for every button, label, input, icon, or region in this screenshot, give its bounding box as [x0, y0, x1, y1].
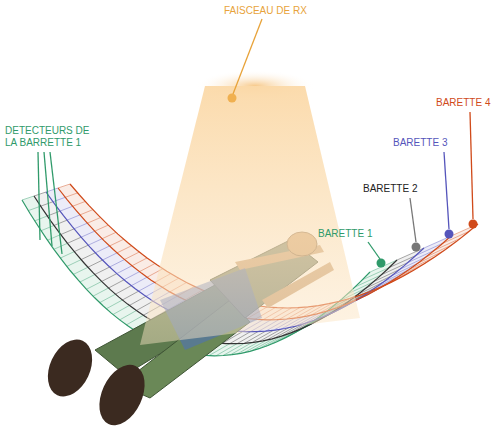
leader-lines: [38, 19, 473, 259]
detector-cell-line: [120, 311, 137, 320]
detector-cell-line: [88, 239, 102, 245]
detector-cell-line: [80, 275, 95, 283]
detector-cell-line: [74, 245, 88, 251]
detector-cell-line: [102, 232, 116, 238]
detector-cell-line: [95, 267, 110, 275]
detector-cell-line: [106, 300, 122, 309]
detector-cell-line: [86, 281, 101, 289]
detector-cell-line: [81, 231, 95, 237]
detector-cell-line: [139, 263, 154, 271]
beam-label: FAISCEAU DE RX: [224, 5, 307, 17]
detector-cell-line: [22, 196, 34, 200]
detector-cell-line: [102, 274, 117, 282]
detector-label: DETECTEURS DE LA BARRETTE 1: [5, 125, 97, 149]
detector-cell-line: [117, 266, 132, 274]
detector-cell-line: [93, 288, 108, 296]
detector-cell-line: [110, 260, 125, 268]
detector-cell-line: [74, 223, 87, 229]
detector-cell-line: [115, 286, 131, 294]
detector-cell-line: [61, 229, 74, 235]
detector-cell-line: [58, 184, 70, 188]
detector-cell-line: [124, 272, 139, 280]
detector-cell-line: [87, 218, 100, 224]
array-label: BARETTE 3: [393, 137, 447, 149]
detector-cell-line: [102, 253, 117, 260]
detector-cell-line: [100, 294, 116, 302]
detector-cell-line: [95, 246, 109, 253]
detector-cell-line: [113, 305, 129, 314]
detector-cell-line: [126, 315, 143, 325]
leader-dots: [228, 94, 478, 268]
detector-cell-line: [54, 220, 67, 225]
detector-cell-line: [110, 239, 124, 246]
detector-cell-line: [80, 210, 93, 215]
detector-cell-line: [47, 235, 60, 241]
detector-cell-line: [109, 280, 124, 288]
detector-cell-line: [139, 282, 155, 291]
detector-cell-line: [41, 202, 53, 206]
detector-cell-line: [95, 225, 109, 231]
array-label: BARETTE 1: [318, 228, 372, 240]
detector-cell-line: [355, 275, 381, 287]
detector-cell-line: [41, 225, 54, 230]
x-ray-beam: [140, 86, 360, 345]
detector-cell-line: [122, 291, 138, 300]
detector-cell-line: [35, 216, 48, 221]
detector-cell-line: [68, 237, 82, 243]
detector-cell-line: [81, 253, 95, 260]
detector-cell-line: [60, 206, 73, 211]
detector-cell-line: [67, 260, 81, 267]
detector-cell-line: [397, 248, 424, 260]
detector-cell-line: [259, 336, 282, 349]
detector-cell-line: [124, 252, 139, 260]
detector-cell-line: [88, 260, 103, 267]
detector-cell-line: [65, 193, 77, 197]
detector-cell-line: [67, 215, 80, 220]
array-label: BARETTE 2: [363, 183, 417, 195]
array-label: BARETTE 4: [436, 97, 490, 109]
detector-cell-line: [117, 246, 132, 253]
detector-cell-line: [129, 296, 145, 305]
detector-cell-line: [132, 258, 147, 266]
detector-cell-line: [73, 267, 88, 274]
detector-cell-line: [34, 192, 46, 196]
detector-cell-line: [73, 201, 86, 206]
detector-cell-line: [131, 277, 147, 285]
